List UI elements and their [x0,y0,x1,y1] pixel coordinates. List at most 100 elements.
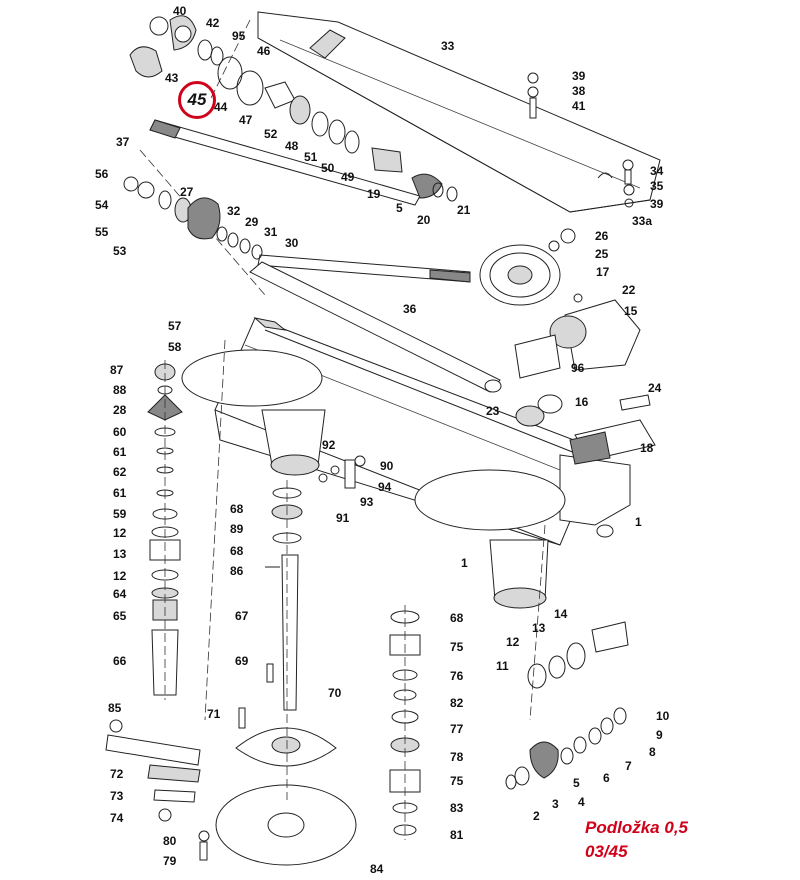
right-lower-group-drawing [505,621,629,790]
part-number-labels: 40 42 95 46 43 44 47 52 48 51 50 49 19 5… [95,4,670,876]
left-column-stack-drawing [147,360,183,700]
part-label: 42 [206,16,220,30]
part-label: 76 [450,669,464,683]
part-label: 88 [113,383,127,397]
right-bolts-drawing [527,72,635,208]
mid-shaft-drawing [249,254,502,393]
part-label: 89 [230,522,244,536]
part-label: 25 [595,247,609,261]
part-label: 8 [649,745,656,759]
part-label: 80 [163,834,177,848]
part-label: 5 [396,201,403,215]
part-label: 4 [578,795,585,809]
part-label: 68 [230,502,244,516]
part-label: 65 [113,609,127,623]
part-label: 24 [648,381,662,395]
part-label: 12 [113,526,127,540]
highlighted-part-callout: 45 [178,81,216,119]
part-label: 57 [168,319,182,333]
part-label: 75 [450,774,464,788]
part-label: 55 [95,225,109,239]
part-label: 82 [450,696,464,710]
part-label: 40 [173,4,187,18]
part-label: 39 [650,197,664,211]
part-label: 52 [264,127,278,141]
part-label: 17 [596,265,610,279]
part-label: 67 [235,609,249,623]
part-label: 44 [214,100,228,114]
part-label: 36 [403,302,417,316]
part-label: 94 [378,480,392,494]
right-center-stack-drawing [389,605,421,840]
part-label: 38 [572,84,586,98]
part-label: 33 [441,39,455,53]
part-label: 12 [506,635,520,649]
part-label: 16 [575,395,589,409]
part-label: 51 [304,150,318,164]
part-label: 10 [656,709,670,723]
part-label: 30 [285,236,299,250]
part-label: 39 [572,69,586,83]
part-label: 32 [227,204,241,218]
part-label: 61 [113,486,127,500]
part-label: 20 [417,213,431,227]
part-label: 91 [336,511,350,525]
part-label: 77 [450,722,464,736]
part-label: 84 [370,862,384,876]
small-plate-drawing [318,455,366,489]
part-label: 73 [110,789,124,803]
part-label: 66 [113,654,127,668]
part-label: 70 [328,686,342,700]
part-label: 33a [632,214,652,228]
part-caption: Podložka 0,5 03/45 [585,816,688,864]
part-label: 13 [532,621,546,635]
part-label: 7 [625,759,632,773]
part-label: 1 [461,556,468,570]
part-label: 60 [113,425,127,439]
part-label: 21 [457,203,471,217]
part-label: 1 [635,515,642,529]
part-label: 75 [450,640,464,654]
part-label: 50 [321,161,335,175]
part-label: 62 [113,465,127,479]
part-label: 19 [367,187,381,201]
part-label: 64 [113,587,127,601]
upper-gear-cluster-drawing [129,15,458,202]
upper-beam-drawing [209,11,661,213]
part-label: 47 [239,113,253,127]
part-label: 92 [322,438,336,452]
left-gear-group-drawing [123,176,263,260]
part-label: 56 [95,167,109,181]
part-label: 9 [656,728,663,742]
part-label: 68 [230,544,244,558]
part-label: 31 [264,225,278,239]
part-label: 28 [113,403,127,417]
part-label: 37 [116,135,130,149]
part-label: 86 [230,564,244,578]
part-label: 22 [622,283,636,297]
part-label: 53 [113,244,127,258]
part-label: 15 [624,304,638,318]
main-frame-drawing [181,317,631,721]
part-label: 78 [450,750,464,764]
part-label: 93 [360,495,374,509]
part-label: 2 [533,809,540,823]
part-label: 35 [650,179,664,193]
part-label: 87 [110,363,124,377]
part-label: 71 [207,707,221,721]
part-label: 54 [95,198,109,212]
part-label: 90 [380,459,394,473]
part-label: 41 [572,99,586,113]
part-label: 95 [232,29,246,43]
part-label: 43 [165,71,179,85]
part-label: 14 [554,607,568,621]
part-label: 49 [341,170,355,184]
part-label: 5 [573,776,580,790]
part-label: 26 [595,229,609,243]
caption-part-code: 03/45 [585,842,628,861]
center-shaft-drawing [215,480,357,866]
part-label: 46 [257,44,271,58]
part-label: 6 [603,771,610,785]
part-label: 72 [110,767,124,781]
